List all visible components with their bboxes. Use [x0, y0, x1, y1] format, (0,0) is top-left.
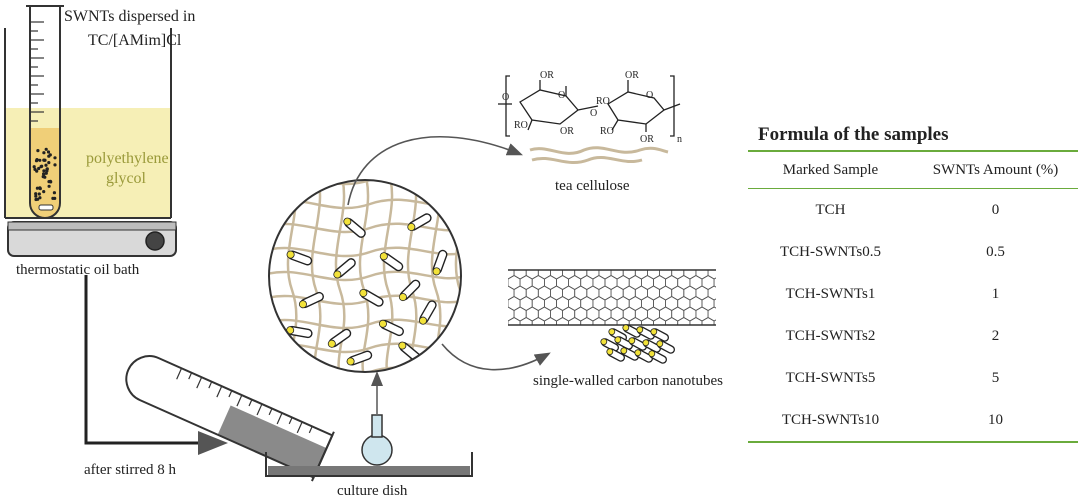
cell-amount: 0: [991, 201, 1000, 218]
after-stirred-label: after stirred 8 h: [84, 462, 177, 478]
formula-table: Formula of the samples Marked Sample SWN…: [748, 124, 1078, 443]
swnts-dispersed-label: SWNTs dispersed in: [64, 8, 196, 25]
test-tube: [26, 5, 64, 219]
header-marked-sample: Marked Sample: [782, 161, 879, 178]
tea-cellulose-label: tea cellulose: [555, 178, 630, 194]
table-row: TCH-SWNTs10 10: [748, 399, 1078, 441]
glycol-label: glycol: [106, 170, 146, 187]
chem-group: RO: [514, 120, 528, 131]
cellulose-structure: [498, 75, 681, 165]
hot-plate: [7, 221, 177, 257]
cell-amount: 2: [991, 327, 1000, 344]
chem-group: RO: [600, 126, 614, 137]
cell-sample: TCH-SWNTs0.5: [779, 243, 882, 260]
cell-amount: 5: [991, 369, 1000, 386]
chem-group: OR: [560, 126, 574, 137]
cell-sample: TCH-SWNTs5: [785, 369, 876, 386]
chem-group: O: [558, 90, 565, 101]
table-row: TCH-SWNTs0.5 0.5: [748, 231, 1078, 273]
oil-bath-label: thermostatic oil bath: [16, 262, 140, 278]
chem-group: O: [590, 108, 597, 119]
culture-dish-label: culture dish: [337, 483, 408, 499]
arrow-to-cellulose: [347, 135, 523, 206]
tc-amim-label: TC/[AMim]Cl: [88, 32, 182, 49]
table-row: TCH-SWNTs5 5: [748, 357, 1078, 399]
cell-amount: 1: [991, 285, 1000, 302]
tilted-test-tube: [125, 355, 335, 482]
nanotubes-label: single-walled carbon nanotubes: [533, 373, 723, 389]
polyethylene-label: polyethylene: [86, 150, 169, 167]
header-swnts-amount: SWNTs Amount (%): [932, 161, 1059, 178]
process-arrow: [84, 275, 228, 455]
cell-sample: TCH: [815, 201, 846, 218]
magnified-view: [268, 179, 462, 373]
chem-group: OR: [640, 134, 654, 145]
flask-icon: [361, 434, 393, 466]
chem-group: RO: [596, 96, 610, 107]
table-title: Formula of the samples: [758, 124, 949, 145]
cell-amount: 10: [988, 411, 1003, 428]
chem-group: O: [646, 90, 653, 101]
chem-group: OR: [540, 70, 554, 81]
table-row: TCH-SWNTs2 2: [748, 315, 1078, 357]
cell-amount: 0.5: [986, 243, 1005, 260]
arrow-to-nanotubes: [441, 343, 551, 371]
chem-group: OR: [625, 70, 639, 81]
cell-sample: TCH-SWNTs1: [785, 285, 876, 302]
carbon-nanotube: [508, 269, 716, 364]
table-header: Marked Sample SWNTs Amount (%): [748, 152, 1078, 188]
chem-group: O: [502, 92, 509, 103]
knob-icon: [145, 231, 165, 251]
table-row: TCH 0: [748, 189, 1078, 231]
table-row: TCH-SWNTs1 1: [748, 273, 1078, 315]
cell-sample: TCH-SWNTs2: [785, 327, 876, 344]
culture-dish: [265, 371, 473, 477]
polymer-n: n: [677, 134, 682, 145]
cell-sample: TCH-SWNTs10: [781, 411, 880, 428]
